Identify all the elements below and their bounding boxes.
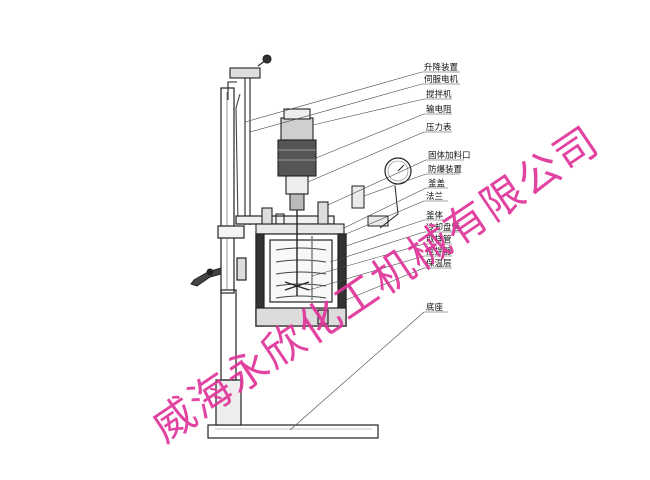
- label-solid-feed-port: 固体加料口: [327, 150, 471, 206]
- label-explosion-proof: 防爆装置: [363, 164, 463, 197]
- svg-text:伺服电机: 伺服电机: [424, 74, 459, 85]
- explosion-proof-device: [351, 185, 399, 229]
- label-stirrer: 搅拌器: [308, 246, 452, 291]
- servo-motor: [277, 108, 317, 211]
- label-resistor: 输电阻: [315, 104, 452, 159]
- label-base: 底座: [289, 302, 448, 431]
- label-body: 釜体: [345, 210, 448, 247]
- svg-text:压力表: 压力表: [426, 122, 452, 133]
- label-cooling-coil: 冷却盘管: [329, 222, 460, 263]
- label-insulation: 保温层: [345, 258, 452, 301]
- svg-text:输电阻: 输电阻: [426, 104, 452, 115]
- label-servo-motor: 伺服电机: [249, 74, 460, 133]
- svg-text:升降装置: 升降装置: [424, 62, 459, 73]
- svg-text:固体加料口: 固体加料口: [428, 150, 471, 161]
- pressure-gauge: [384, 157, 412, 185]
- label-list: 升降装置 伺服电机 搅拌机 输电阻 压力表 固体加料口: [244, 62, 471, 431]
- label-sampling-tube: 取样管: [311, 234, 452, 277]
- side-handle: [190, 267, 222, 287]
- svg-text:搅拌器: 搅拌器: [426, 246, 452, 257]
- lift-device: [227, 54, 272, 225]
- label-lifting-device: 升降装置: [244, 62, 460, 123]
- label-pressure-gauge: 压力表: [307, 122, 452, 183]
- cooling-coil: [275, 247, 327, 299]
- svg-text:底座: 底座: [426, 302, 444, 313]
- label-agitator: 搅拌机: [312, 89, 452, 126]
- label-flange: 法兰: [345, 191, 448, 235]
- label-lid: 釜盖: [343, 178, 448, 229]
- svg-text:搅拌机: 搅拌机: [426, 89, 452, 100]
- svg-text:冷却盘管: 冷却盘管: [426, 222, 460, 233]
- lift-column: [215, 87, 247, 426]
- svg-text:法兰: 法兰: [426, 191, 443, 202]
- svg-text:釜体: 釜体: [426, 210, 444, 221]
- base-plate: [207, 424, 379, 439]
- svg-text:取样管: 取样管: [426, 234, 452, 245]
- svg-text:釜盖: 釜盖: [428, 178, 446, 189]
- svg-text:保温层: 保温层: [426, 258, 452, 269]
- svg-text:防爆装置: 防爆装置: [428, 164, 463, 175]
